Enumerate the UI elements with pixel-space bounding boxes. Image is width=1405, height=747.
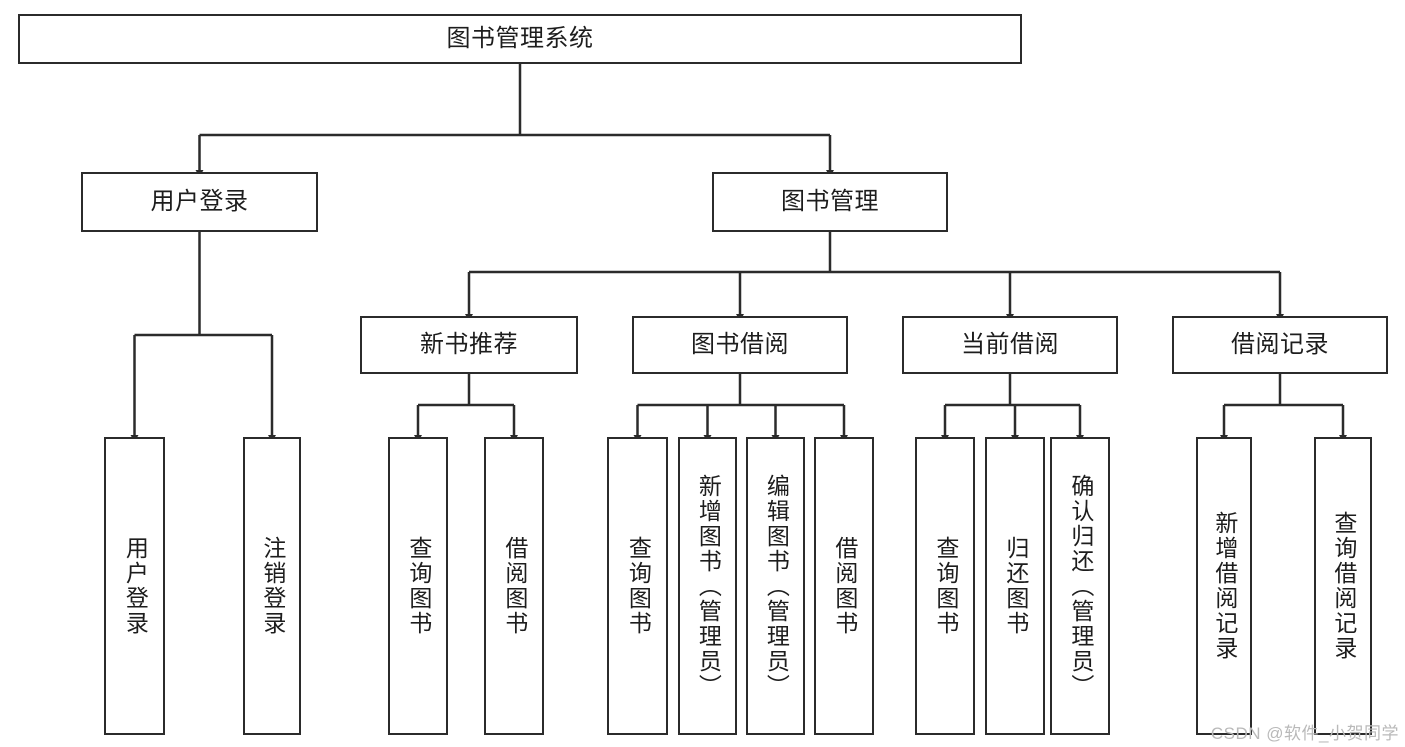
node-label: 注销登录 bbox=[259, 536, 286, 636]
node-label: 图书管理系统 bbox=[446, 24, 594, 52]
node-leaf-query-book-1[interactable]: 查询图书 bbox=[388, 437, 448, 735]
node-leaf-query-book-2[interactable]: 查询图书 bbox=[607, 437, 668, 735]
node-root[interactable]: 图书管理系统 bbox=[18, 14, 1022, 64]
node-label: 确认归还（管理员） bbox=[1067, 473, 1094, 699]
node-leaf-confirm-return[interactable]: 确认归还（管理员） bbox=[1050, 437, 1110, 735]
node-book-borrow[interactable]: 图书借阅 bbox=[632, 316, 848, 374]
node-leaf-add-book[interactable]: 新增图书（管理员） bbox=[678, 437, 737, 735]
node-leaf-add-record[interactable]: 新增借阅记录 bbox=[1196, 437, 1252, 735]
node-label: 归还图书 bbox=[1002, 536, 1029, 636]
node-label: 借阅记录 bbox=[1231, 330, 1329, 358]
node-label: 查询借阅记录 bbox=[1330, 511, 1357, 661]
node-leaf-user-login[interactable]: 用户登录 bbox=[104, 437, 165, 735]
node-book-manage[interactable]: 图书管理 bbox=[712, 172, 948, 232]
node-current-borrow[interactable]: 当前借阅 bbox=[902, 316, 1118, 374]
node-label: 图书借阅 bbox=[691, 330, 789, 358]
node-label: 用户登录 bbox=[150, 187, 249, 215]
node-borrow-record[interactable]: 借阅记录 bbox=[1172, 316, 1388, 374]
node-new-book-rec[interactable]: 新书推荐 bbox=[360, 316, 578, 374]
node-label: 编辑图书（管理员） bbox=[763, 473, 790, 699]
node-leaf-query-record[interactable]: 查询借阅记录 bbox=[1314, 437, 1372, 735]
node-label: 图书管理 bbox=[781, 187, 879, 215]
node-label: 新增借阅记录 bbox=[1211, 511, 1238, 661]
node-label: 借阅图书 bbox=[831, 536, 858, 636]
node-label: 查询图书 bbox=[405, 536, 432, 636]
node-leaf-borrow-book-2[interactable]: 借阅图书 bbox=[814, 437, 874, 735]
node-leaf-user-logout[interactable]: 注销登录 bbox=[243, 437, 301, 735]
node-user-login[interactable]: 用户登录 bbox=[81, 172, 318, 232]
node-label: 查询图书 bbox=[625, 536, 652, 636]
node-label: 查询图书 bbox=[932, 536, 959, 636]
node-leaf-borrow-book-1[interactable]: 借阅图书 bbox=[484, 437, 544, 735]
node-leaf-return-book[interactable]: 归还图书 bbox=[985, 437, 1045, 735]
node-label: 新书推荐 bbox=[420, 330, 518, 358]
node-label: 新增图书（管理员） bbox=[695, 473, 722, 699]
node-leaf-edit-book[interactable]: 编辑图书（管理员） bbox=[746, 437, 805, 735]
node-label: 当前借阅 bbox=[961, 330, 1059, 358]
node-leaf-query-book-3[interactable]: 查询图书 bbox=[915, 437, 975, 735]
node-label: 借阅图书 bbox=[501, 536, 528, 636]
node-label: 用户登录 bbox=[122, 536, 149, 636]
